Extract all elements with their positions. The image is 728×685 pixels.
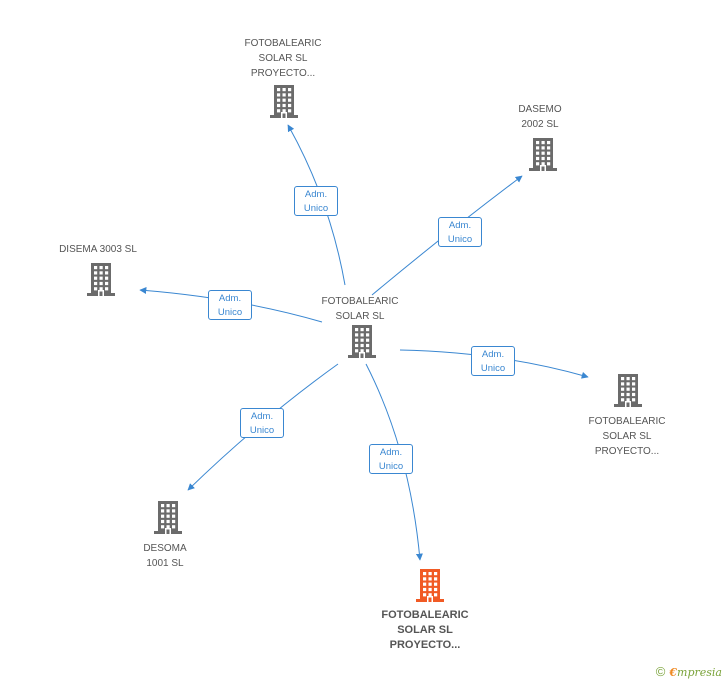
brand-initial: € — [669, 666, 678, 679]
edge-label-desoma[interactable]: Adm. Unico — [240, 408, 284, 438]
building-icon[interactable] — [346, 324, 378, 363]
node-label-right[interactable]: FOTOBALEARIC SOLAR SL PROYECTO... — [588, 416, 666, 457]
edge-label-right[interactable]: Adm. Unico — [471, 346, 515, 376]
node-label-bottom[interactable]: FOTOBALEARIC SOLAR SL PROYECTO... — [381, 609, 469, 651]
building-icon[interactable] — [612, 373, 644, 412]
footer-brand: ©€mpresia — [656, 664, 722, 679]
building-icon[interactable] — [85, 262, 117, 301]
node-label-dasemo[interactable]: DASEMO 2002 SL — [518, 104, 562, 130]
node-label-center[interactable]: FOTOBALEARIC SOLAR SL — [321, 296, 399, 322]
building-icon[interactable] — [414, 568, 446, 607]
building-icon[interactable] — [152, 500, 184, 539]
node-label-desoma[interactable]: DESOMA 1001 SL — [143, 543, 187, 569]
node-label-disema[interactable]: DISEMA 3003 SL — [59, 244, 137, 255]
node-label-top[interactable]: FOTOBALEARIC SOLAR SL PROYECTO... — [244, 38, 322, 79]
edge-label-top[interactable]: Adm. Unico — [294, 186, 338, 216]
copyright-symbol: © — [655, 664, 666, 679]
brand-name: mpresia — [677, 666, 722, 679]
edge-label-bottom[interactable]: Adm. Unico — [369, 444, 413, 474]
building-icon[interactable] — [268, 84, 300, 123]
building-icon[interactable] — [527, 137, 559, 176]
edge-label-disema[interactable]: Adm. Unico — [208, 290, 252, 320]
edge-label-dasemo[interactable]: Adm. Unico — [438, 217, 482, 247]
